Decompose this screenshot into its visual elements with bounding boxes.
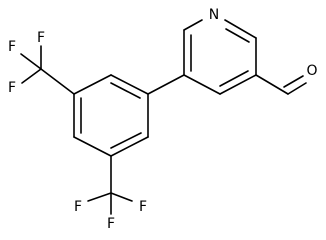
pyridine-ring (183, 19, 257, 95)
atom-label-nitrogen: N (209, 7, 219, 23)
bond-cho-o (287, 82, 307, 95)
bond-c4-c3 (183, 74, 221, 95)
bond-n1-c6-inner (225, 28, 250, 43)
bond-cf3-f-right (110, 192, 133, 202)
biaryl-bond (147, 74, 185, 95)
bond-b2-b3 (73, 74, 112, 95)
bond-b3-cf3 (40, 68, 75, 95)
bond-b4-b5 (73, 136, 112, 157)
atom-label-oxygen: O (306, 63, 317, 79)
bond-c2-n1 (183, 19, 203, 31)
atom-label-fluorine: F (107, 216, 115, 232)
bond-n1-c6 (224, 19, 257, 39)
atom-label-fluorine: F (74, 199, 82, 215)
bond-cf3-f-bottom (21, 68, 42, 84)
trifluoromethyl-lower (87, 155, 133, 215)
bond-c5-c4-inner (219, 70, 249, 87)
atom-label-fluorine: F (139, 199, 147, 215)
bond-b5-b6-inner (110, 132, 142, 149)
bond-c5-c4 (219, 74, 257, 95)
bond-cf3-f-left (20, 53, 42, 70)
bond-c5-cho (255, 74, 289, 95)
bond-b1-b2 (110, 74, 149, 95)
atom-label-fluorine: F (8, 39, 16, 55)
aldehyde-group (255, 74, 307, 95)
trifluoromethyl-upper (20, 45, 75, 95)
atom-label-fluorine: F (37, 30, 45, 46)
bond-cf3-f-left (87, 192, 112, 202)
bond-cho-o-double (283, 75, 304, 88)
bond-b1-b2-inner (110, 82, 141, 99)
benzene-ring (73, 74, 149, 157)
bond-b5-b6 (110, 136, 149, 157)
atom-label-fluorine: F (8, 80, 16, 96)
